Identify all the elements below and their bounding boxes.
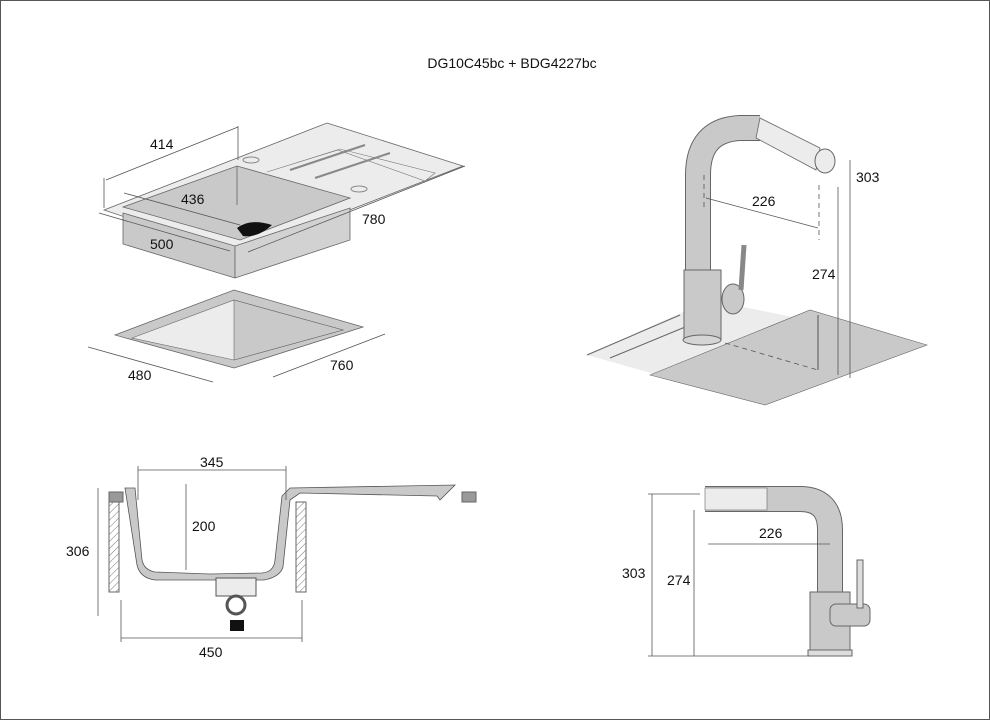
dim-345: 345	[200, 454, 224, 470]
dim-side-303: 303	[622, 565, 646, 581]
tap-hole-icon	[242, 156, 260, 164]
dim-450: 450	[199, 644, 223, 660]
dim-760: 760	[330, 357, 354, 373]
dim-side-274: 274	[667, 572, 691, 588]
drawing-title: DG10C45bc + BDG4227bc	[427, 55, 596, 71]
dim-780: 780	[362, 211, 386, 227]
dim-tap-274: 274	[812, 266, 836, 282]
sink-section: 345 200 306 450	[66, 454, 477, 660]
dim-tap-303: 303	[856, 169, 880, 185]
dim-306: 306	[66, 543, 90, 559]
sink-isometric: 414 436 500 780	[98, 122, 466, 279]
tap-side-view: 226 274 303	[622, 486, 871, 657]
cutout-isometric: 480 760	[87, 289, 386, 383]
dim-500: 500	[150, 236, 174, 252]
dim-side-226: 226	[759, 525, 783, 541]
tap-isometric: 226 274 303	[586, 115, 928, 406]
dim-480: 480	[128, 367, 152, 383]
dim-436: 436	[181, 191, 205, 207]
dim-tap-226: 226	[752, 193, 776, 209]
drain-icon	[237, 222, 272, 237]
overflow-hole-icon	[350, 185, 368, 193]
dim-414: 414	[150, 136, 174, 152]
dim-200: 200	[192, 518, 216, 534]
